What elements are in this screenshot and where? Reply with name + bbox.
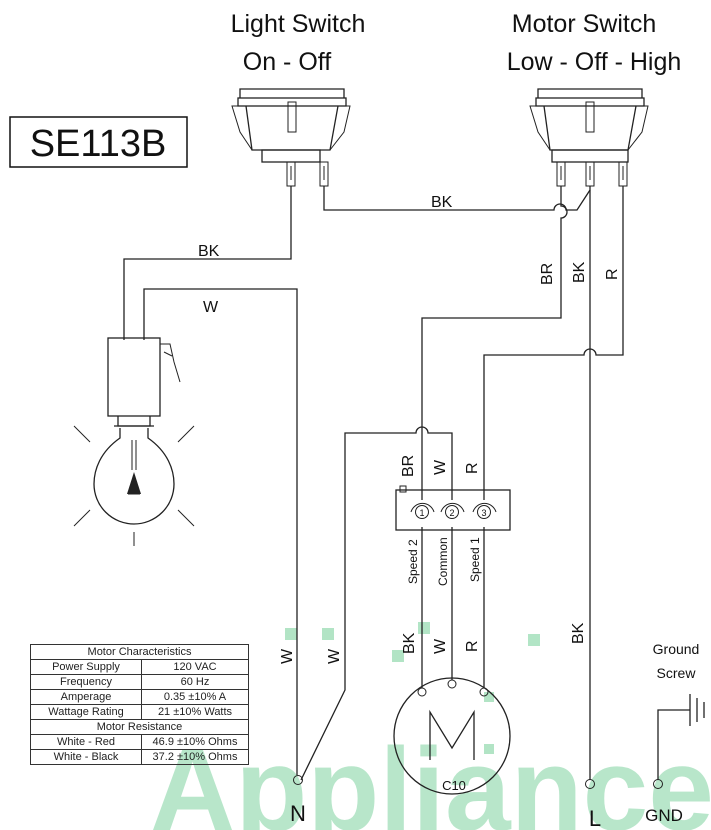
- ground-terminal-icon: [653, 779, 663, 789]
- table-cell-label: White - Black: [30, 749, 142, 765]
- wire-label-r-block: R: [464, 462, 481, 474]
- speed-1-label: Speed 1: [468, 537, 482, 582]
- table-row: Amperage 0.35 ±10% A: [30, 689, 249, 705]
- wire-label-w-motor: W: [432, 638, 449, 654]
- table-row: Wattage Rating 21 ±10% Watts: [30, 704, 249, 720]
- table-cell-label: Amperage: [30, 689, 142, 705]
- wire-label-r-switch: R: [604, 268, 621, 280]
- wire-label-w-neutral-1: W: [279, 648, 296, 664]
- wires: [123, 186, 624, 781]
- terminal-1-number: 1: [419, 508, 424, 518]
- table-cell-label: White - Red: [30, 734, 142, 750]
- table-cell-label: Frequency: [30, 674, 142, 690]
- table-cell-label: Power Supply: [30, 659, 142, 675]
- wire-label-bk-top: BK: [431, 194, 453, 211]
- table-row: Power Supply 120 VAC: [30, 659, 249, 675]
- table-row: Frequency 60 Hz: [30, 674, 249, 690]
- wire-label-br-switch: BR: [539, 263, 556, 285]
- terminal-2-number: 2: [449, 508, 454, 518]
- wire-label-bk-switch: BK: [571, 261, 588, 283]
- neutral-label: N: [290, 801, 306, 826]
- wire-label-bk-line: BK: [570, 622, 587, 644]
- wire-label-bk-lamp: BK: [198, 243, 220, 260]
- table-cell-value: 21 ±10% Watts: [141, 704, 249, 720]
- model-label-box: [9, 116, 188, 168]
- line-terminal-icon: [585, 779, 595, 789]
- table-cell-value: 120 VAC: [141, 659, 249, 675]
- motor-switch-icon: [529, 88, 649, 187]
- ground-screw-icon: [657, 694, 705, 780]
- wire-label-bk-motor: BK: [401, 632, 418, 654]
- table-row: Motor Characteristics: [30, 644, 249, 660]
- watermark-dots: [285, 622, 540, 754]
- light-switch-title: Light Switch: [231, 10, 366, 38]
- wire-label-w-block: W: [432, 459, 449, 475]
- wire-label-r-motor: R: [464, 640, 481, 652]
- motor-characteristics-table: Motor Characteristics Power Supply 120 V…: [30, 644, 249, 765]
- wire-label-w-lamp: W: [203, 299, 219, 316]
- wire-label-w-neutral-2: W: [326, 648, 343, 664]
- table-cell-label: Wattage Rating: [30, 704, 142, 720]
- terminal-block: 1 2 3: [395, 485, 511, 531]
- motor-switch-states: Low - Off - High: [507, 48, 682, 76]
- table-cell-value: 0.35 ±10% A: [141, 689, 249, 705]
- line-label: L: [589, 806, 601, 830]
- motor-switch-title: Motor Switch: [512, 10, 656, 38]
- motor-label: C10: [442, 778, 466, 793]
- ground-label-line1: Ground: [653, 641, 700, 657]
- table-cell-value: 60 Hz: [141, 674, 249, 690]
- terminal-2-icon: [445, 505, 459, 519]
- light-switch-icon: [231, 88, 351, 187]
- ground-terminal-label: GND: [645, 806, 683, 825]
- terminal-3-number: 3: [481, 508, 486, 518]
- terminal-1-icon: [415, 505, 429, 519]
- motor-resistance-header: Motor Resistance: [30, 719, 249, 735]
- motor-icon: [393, 677, 511, 795]
- light-switch-states: On - Off: [243, 48, 332, 76]
- wire-label-br-block: BR: [400, 455, 417, 477]
- bottom-terminals: [293, 775, 663, 789]
- ground-label-line2: Screw: [657, 665, 697, 681]
- table-row: White - Red 46.9 ±10% Ohms: [30, 734, 249, 750]
- terminal-3-icon: [477, 505, 491, 519]
- model-label: SE113B: [30, 123, 167, 165]
- table-cell-value: 46.9 ±10% Ohms: [141, 734, 249, 750]
- speed-2-label: Speed 2: [406, 539, 420, 584]
- common-label: Common: [436, 537, 450, 586]
- table-row: Motor Resistance: [30, 719, 249, 735]
- table-row: White - Black 37.2 ±10% Ohms: [30, 749, 249, 765]
- neutral-terminal-icon: [293, 775, 303, 785]
- light-bulb-icon: [73, 337, 195, 546]
- table-cell-value: 37.2 ±10% Ohms: [141, 749, 249, 765]
- motor-characteristics-header: Motor Characteristics: [30, 644, 249, 660]
